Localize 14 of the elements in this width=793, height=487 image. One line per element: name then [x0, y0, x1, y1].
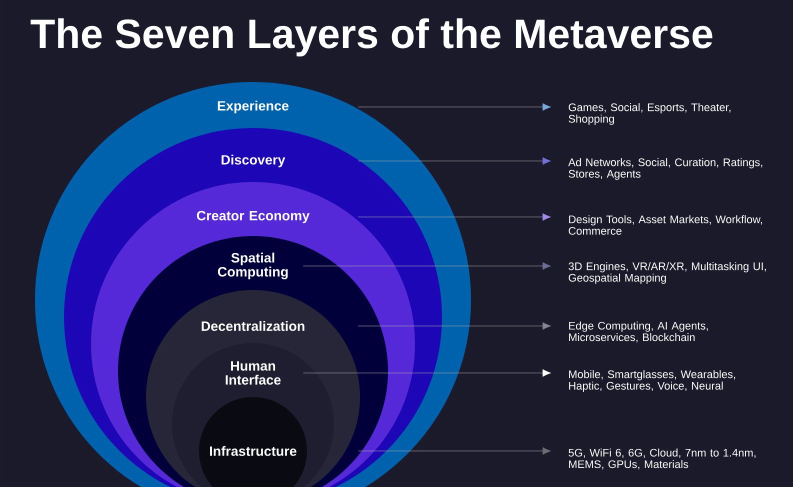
leader-line — [358, 322, 551, 330]
description-text: Ad Networks, Social, Curation, Ratings, Stores, Agents — [568, 158, 762, 180]
leader-line — [302, 262, 551, 270]
description-text: Design Tools, Asset Markets, Workflow, Commerce — [568, 215, 762, 235]
description-text: 3D Engines, VR/AR/XR, Multitasking UI, Geospatial Mapping — [568, 262, 766, 284]
leader-line — [302, 369, 551, 377]
description-text: 5G, WiFi 6, 6G, Cloud, 7nm to 1.4nm, MEMS, GPUs, Materials — [568, 448, 756, 470]
leader-line — [358, 213, 551, 221]
description-text: Edge Computing, AI Agents, Microservices, Blockchain — [569, 322, 708, 342]
leader-line — [358, 103, 551, 111]
description-text: Games, Social, Esports, Theater, Shopping — [568, 103, 730, 125]
description-text: Mobile, Smartglasses, Wearables, Haptic, Gestures, Voice, Neural — [569, 370, 736, 392]
leader-line — [358, 157, 551, 165]
title: The Seven Layers of the Metaverse — [30, 18, 712, 56]
